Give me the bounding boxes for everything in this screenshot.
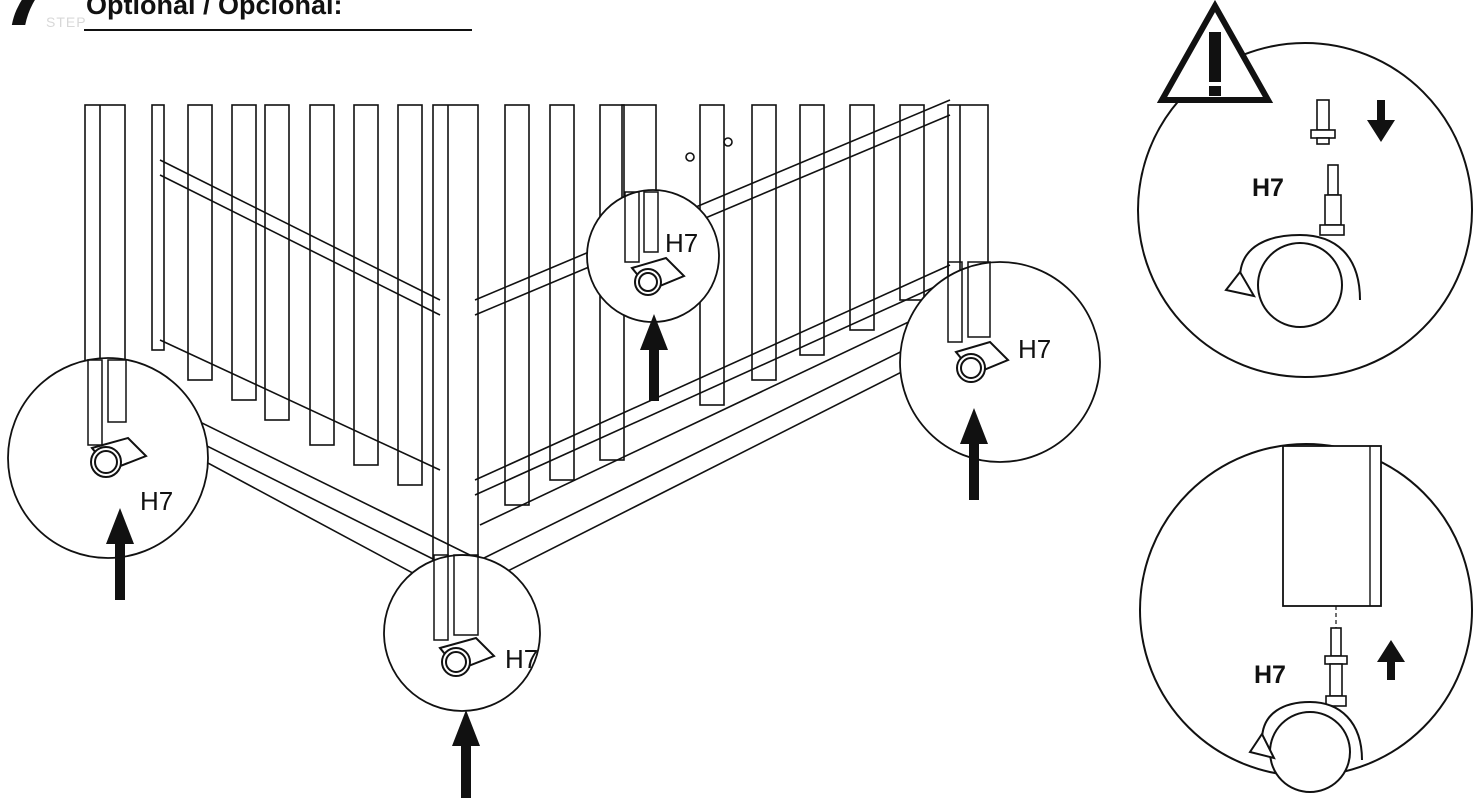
detail-warning-remove-pin: H7 <box>1137 0 1473 378</box>
part-label-h7: H7 <box>505 644 538 674</box>
part-label-h7: H7 <box>1254 661 1286 689</box>
slats-front-side <box>504 104 925 506</box>
caster-wheel-icon <box>630 256 686 296</box>
base-rail-right <box>479 298 956 561</box>
title-underline <box>84 29 472 31</box>
arrow-down-icon <box>1367 100 1395 142</box>
arrow-up-icon <box>640 314 668 401</box>
detail-circle-right: H7 <box>899 261 1101 500</box>
warning-icon <box>1156 0 1274 103</box>
crib-illustration <box>84 99 989 641</box>
detail-circle-front: H7 <box>383 554 541 798</box>
step-ghost-label: STEP <box>46 14 87 30</box>
caster-wheel-icon <box>954 340 1010 383</box>
caster-wheel-icon <box>1248 700 1363 793</box>
arrow-up-icon <box>1377 640 1405 680</box>
caster-wheel-icon <box>438 636 496 677</box>
arrow-up-icon <box>106 508 134 600</box>
part-label-h7: H7 <box>1018 334 1051 364</box>
arrow-up-icon <box>960 408 988 500</box>
leg-section <box>1282 445 1382 607</box>
caster-wheel-icon <box>1224 233 1361 328</box>
part-label-h7: H7 <box>1252 174 1284 202</box>
slats-left-side <box>151 104 423 486</box>
page-title: Optional / Opcional: <box>86 0 343 20</box>
detail-circle-left: H7 <box>7 357 209 600</box>
detail-insert-pin: H7 <box>1139 443 1473 793</box>
part-label-h7: H7 <box>665 228 698 258</box>
arrow-up-icon <box>452 710 480 798</box>
part-label-h7: H7 <box>140 486 173 516</box>
step-number: 7 <box>4 0 55 40</box>
caster-wheel-icon <box>90 436 148 478</box>
bolt-hole <box>723 137 733 147</box>
detail-circle-back: H7 <box>586 189 720 401</box>
bolt-hole <box>685 152 695 162</box>
